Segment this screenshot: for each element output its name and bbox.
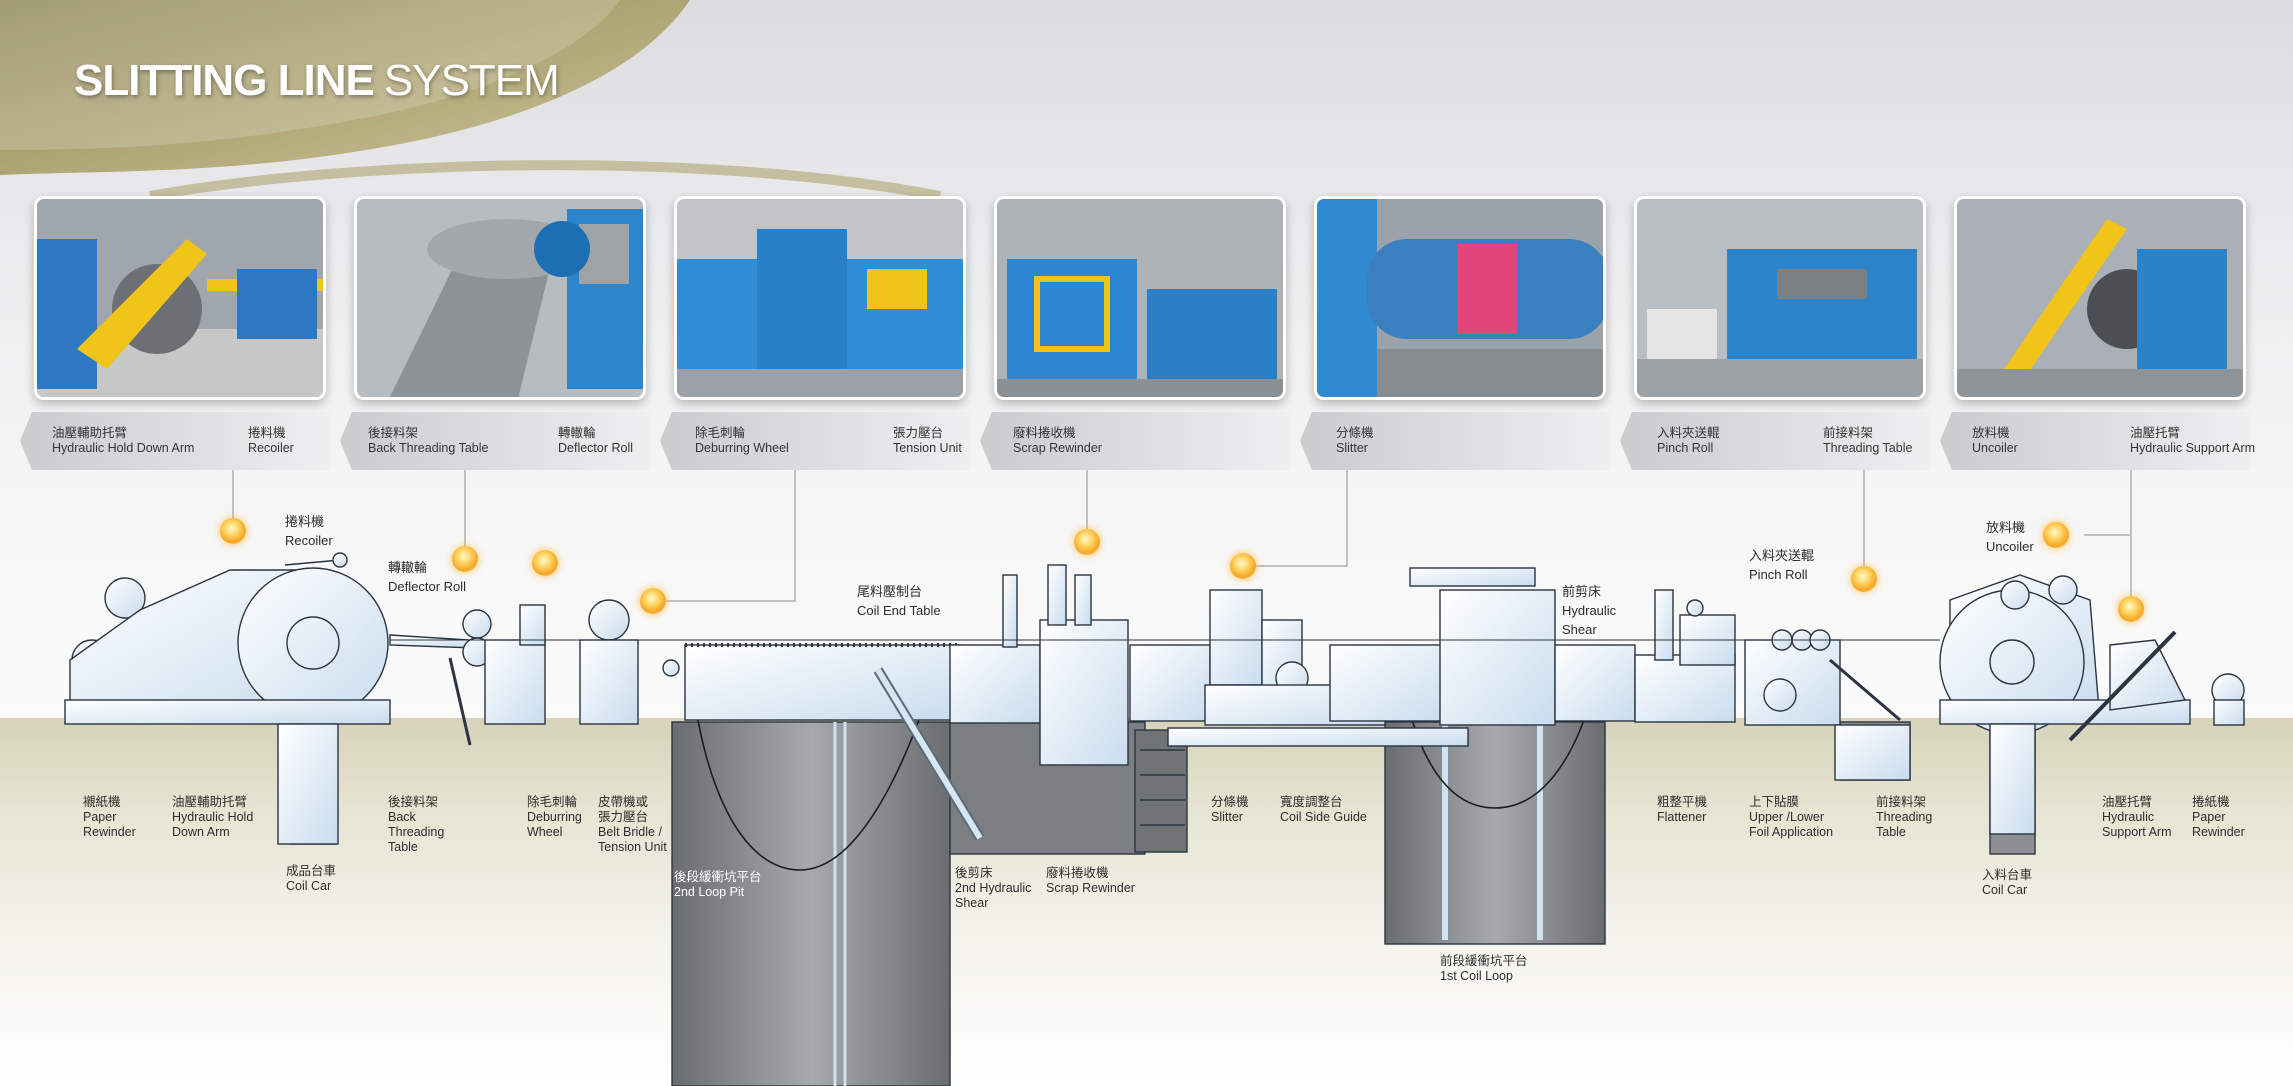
highlight-dot-deburring: [640, 588, 666, 614]
photo-scrap-rewinder: [994, 196, 1286, 400]
photo-threading-table: [354, 196, 646, 400]
highlight-dot-uncoiler: [2043, 522, 2069, 548]
photo-uncoiler: [1954, 196, 2246, 400]
photo-hydraulic-arm: [34, 196, 326, 400]
highlight-dot-slitter: [1230, 553, 1256, 579]
photo-deburring: [674, 196, 966, 400]
title-strong: SLITTING LINE: [74, 56, 375, 105]
header-swoosh: [0, 0, 941, 200]
highlight-dot-support-arm: [2118, 596, 2144, 622]
highlight-dot-scrap: [1074, 529, 1100, 555]
highlight-dot-deflector: [452, 546, 478, 572]
highlight-dot-recoiler: [220, 518, 246, 544]
photo-pinch-roll: [1634, 196, 1926, 400]
title-light: SYSTEM: [383, 56, 560, 105]
highlight-dot-pinch: [1851, 566, 1877, 592]
photo-slitter: [1314, 196, 1606, 400]
highlight-dot-tension: [532, 550, 558, 576]
